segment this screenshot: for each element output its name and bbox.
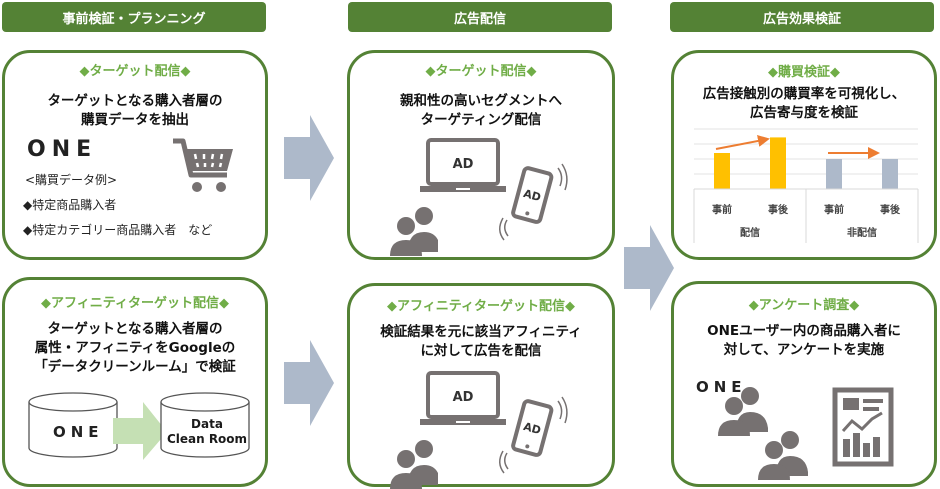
example-item: ◆特定商品購入者 <box>23 198 117 212</box>
group-label: 非配信 <box>847 226 877 239</box>
bar-配信-事前 <box>714 153 730 189</box>
ad-devices-illustration: AD AD <box>390 371 568 489</box>
header-effect-verification: 広告効果検証 <box>670 2 934 32</box>
db-label-line: Clean Room <box>166 432 248 446</box>
desc-line: 広告接触別の購買率を可視化し、 <box>702 86 906 102</box>
db-clean-room-label: Data Clean Room <box>163 417 251 447</box>
header-planning-label: 事前検証・プランニング <box>62 11 206 27</box>
desc-line: 属性・アフィニティをGoogleの <box>34 340 236 356</box>
bar-非配信-事後 <box>882 159 898 189</box>
phone-ad-label: AD <box>522 420 542 437</box>
laptop-ad-label: AD <box>453 157 474 172</box>
card-description: ターゲットとなる購入者層の 属性・アフィニティをGoogleの 「データクリーン… <box>5 320 265 377</box>
report-chart-icon <box>832 387 894 467</box>
bar-配信-事後 <box>770 137 786 189</box>
card-survey: ◆アンケート調査◆ ONEユーザー内の商品購入者に 対して、アンケートを実施 O… <box>671 281 937 487</box>
desc-line: 購買データを抽出 <box>81 112 189 128</box>
database-clean-room-icon <box>160 392 250 458</box>
header-ad-delivery: 広告配信 <box>348 2 612 32</box>
tick-label: 事後 <box>880 203 901 216</box>
db-label-line: Data <box>191 417 223 431</box>
tick-label: 事後 <box>768 203 789 216</box>
example-item: ◆特定カテゴリー商品購入者 など <box>23 223 213 237</box>
card-title: ◆アンケート調査◆ <box>748 298 860 313</box>
one-logo: ONE <box>27 137 98 162</box>
phone-ad-label: AD <box>522 187 542 204</box>
card-affinity-target-planning: ◆アフィニティターゲット配信◆ ターゲットとなる購入者層の 属性・アフィニティを… <box>2 277 268 487</box>
desc-line: 「データクリーンルーム」で検証 <box>34 359 236 375</box>
tick-label: 事前 <box>712 203 732 216</box>
bar-非配信-事前 <box>826 159 842 189</box>
card-description: 検証結果を元に該当アフィニティ に対して広告を配信 <box>350 323 612 361</box>
users-group-icon <box>718 387 808 480</box>
header-effect-verification-label: 広告効果検証 <box>762 11 841 27</box>
desc-line: 検証結果を元に該当アフィニティ <box>380 324 582 340</box>
ad-devices-illustration: AD AD <box>390 138 568 256</box>
desc-line: 広告寄与度を検証 <box>750 105 858 121</box>
laptop-icon: AD <box>420 138 506 192</box>
purchase-rate-chart: 事前事後事前事後配信非配信 <box>693 128 919 243</box>
card-title: ◆ターゲット配信◆ <box>425 64 537 79</box>
desc-line: に対して広告を配信 <box>420 343 542 359</box>
tick-label: 事前 <box>824 203 844 216</box>
group-label: 配信 <box>740 226 760 239</box>
trend-arrow-up <box>715 135 770 150</box>
users-icon <box>758 431 808 480</box>
one-logo: ONE <box>696 378 747 396</box>
header-ad-delivery-label: 広告配信 <box>453 11 506 27</box>
flow-arrow-icon <box>113 402 167 460</box>
db-one-label: ONE <box>53 423 104 441</box>
card-target-delivery: ◆ターゲット配信◆ 親和性の高いセグメントへ ターゲティング配信 AD AD <box>347 50 615 260</box>
smartphone-icon: AD <box>511 166 554 224</box>
card-purchase-verification: ◆購買検証◆ 広告接触別の購買率を可視化し、 広告寄与度を検証 事前 事後 事前 事後… <box>671 50 937 260</box>
flow-arrow-icon <box>284 115 334 201</box>
laptop-icon: AD <box>420 371 506 425</box>
card-description: ターゲットとなる購入者層の 購買データを抽出 <box>5 92 265 130</box>
desc-line: ターゲットとなる購入者層の <box>47 93 223 109</box>
smartphone-icon: AD <box>511 399 554 457</box>
card-title: ◆アフィニティターゲット配信◆ <box>387 299 575 314</box>
flow-arrow-icon <box>624 225 674 311</box>
header-planning: 事前検証・プランニング <box>2 2 266 32</box>
desc-line: ONEユーザー内の商品購入者に <box>707 323 901 339</box>
desc-line: ターゲティング配信 <box>420 112 542 128</box>
desc-line: 親和性の高いセグメントへ <box>400 93 562 109</box>
users-icon <box>390 207 438 256</box>
card-title: ◆購買検証◆ <box>768 65 840 80</box>
vibration-waves-icon <box>499 396 568 474</box>
card-title: ◆ターゲット配信◆ <box>79 64 191 79</box>
card-description: ONEユーザー内の商品購入者に 対して、アンケートを実施 <box>674 322 934 360</box>
card-description: 広告接触別の購買率を可視化し、 広告寄与度を検証 <box>674 85 934 123</box>
vibration-waves-icon <box>499 163 568 241</box>
laptop-ad-label: AD <box>453 390 474 405</box>
flow-arrow-icon <box>284 340 334 426</box>
card-title: ◆アフィニティターゲット配信◆ <box>41 296 229 311</box>
database-one-icon <box>28 392 118 458</box>
desc-line: 対して、アンケートを実施 <box>723 342 885 358</box>
users-icon <box>390 440 438 489</box>
desc-line: ターゲットとなる購入者層の <box>47 321 223 337</box>
card-affinity-target-delivery: ◆アフィニティターゲット配信◆ 検証結果を元に該当アフィニティ に対して広告を配… <box>347 283 615 489</box>
shopping-cart-icon <box>173 138 233 192</box>
card-description: 親和性の高いセグメントへ ターゲティング配信 <box>350 92 612 130</box>
example-label: <購買データ例> <box>25 173 118 187</box>
database-flow-diagram <box>28 392 250 460</box>
card-target-delivery-planning: ◆ターゲット配信◆ ターゲットとなる購入者層の 購買データを抽出 ONE <購買… <box>2 50 268 260</box>
users-icon <box>718 387 768 436</box>
